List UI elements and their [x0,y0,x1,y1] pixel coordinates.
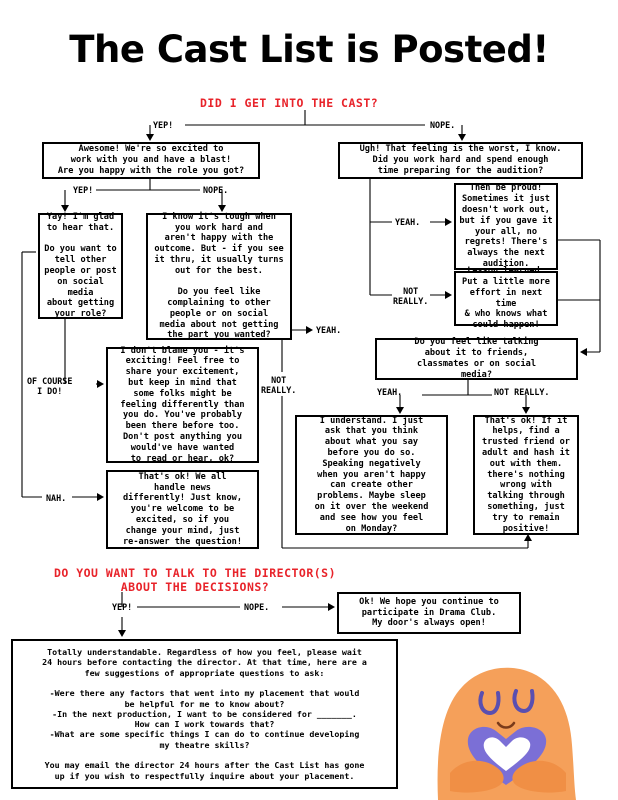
label-director-no: NOPE. [244,602,270,612]
box-understand: I understand. I just ask that you think … [295,415,448,535]
box-thats-ok-news: That's ok! We all handle news differentl… [106,470,259,549]
box-ok-hope: Ok! We hope you continue to participate … [337,592,521,634]
label-role-yes: YEP! [73,185,94,195]
mascot-heart-inner [483,737,531,771]
box-yay: Yay! I'm glad to hear that. Do you want … [38,212,123,319]
mascot-eye-right [512,689,535,714]
label-cast-yes: YEP! [153,120,174,130]
mascot-smile [496,721,516,729]
label-complain-no: NOT REALLY. [261,375,297,395]
mascot-illustration [437,667,576,800]
box-awesome: Awesome! We're so excited to work with y… [42,142,260,179]
label-share-yes: OF COURSE I DO! [27,376,73,396]
label-director-yes: YEP! [112,602,133,612]
box-ugh: Ugh! That feeling is the worst, I know. … [338,142,583,179]
label-role-no: NOPE. [203,185,229,195]
box-tough: I know it's tough when you work hard and… [146,212,292,340]
page-title: The Cast List is Posted! [69,28,549,71]
question-cast: DID I GET INTO THE CAST? [200,96,379,110]
label-talk-yes: YEAH. [377,387,403,397]
box-lesson: Lesson learned. Put a little more effort… [454,266,558,330]
label-cast-no: NOPE. [430,120,456,130]
label-prep-no: NOT REALLY. [393,286,429,306]
label-prep-yes: YEAH. [395,217,421,227]
label-talk-no: NOT REALLY. [494,387,550,397]
mascot-hand-right [512,760,566,793]
mascot-hand-left [450,760,504,793]
label-complain-yes: YEAH. [316,325,342,335]
box-talk: Do you feel like talking about it to fri… [375,337,578,380]
box-thats-ok-friend: That's ok! If it helps, find a trusted f… [473,415,579,535]
box-proud: Then be proud! Sometimes it just doesn't… [454,183,558,270]
box-understandable: Totally understandable. Regardless of ho… [11,639,398,789]
question-director: DO YOU WANT TO TALK TO THE DIRECTOR(S) A… [53,566,337,594]
label-share-no: NAH. [46,493,67,503]
mascot-eye-left [478,691,501,716]
box-blame: I don't blame you - it's exciting! Feel … [106,346,259,464]
